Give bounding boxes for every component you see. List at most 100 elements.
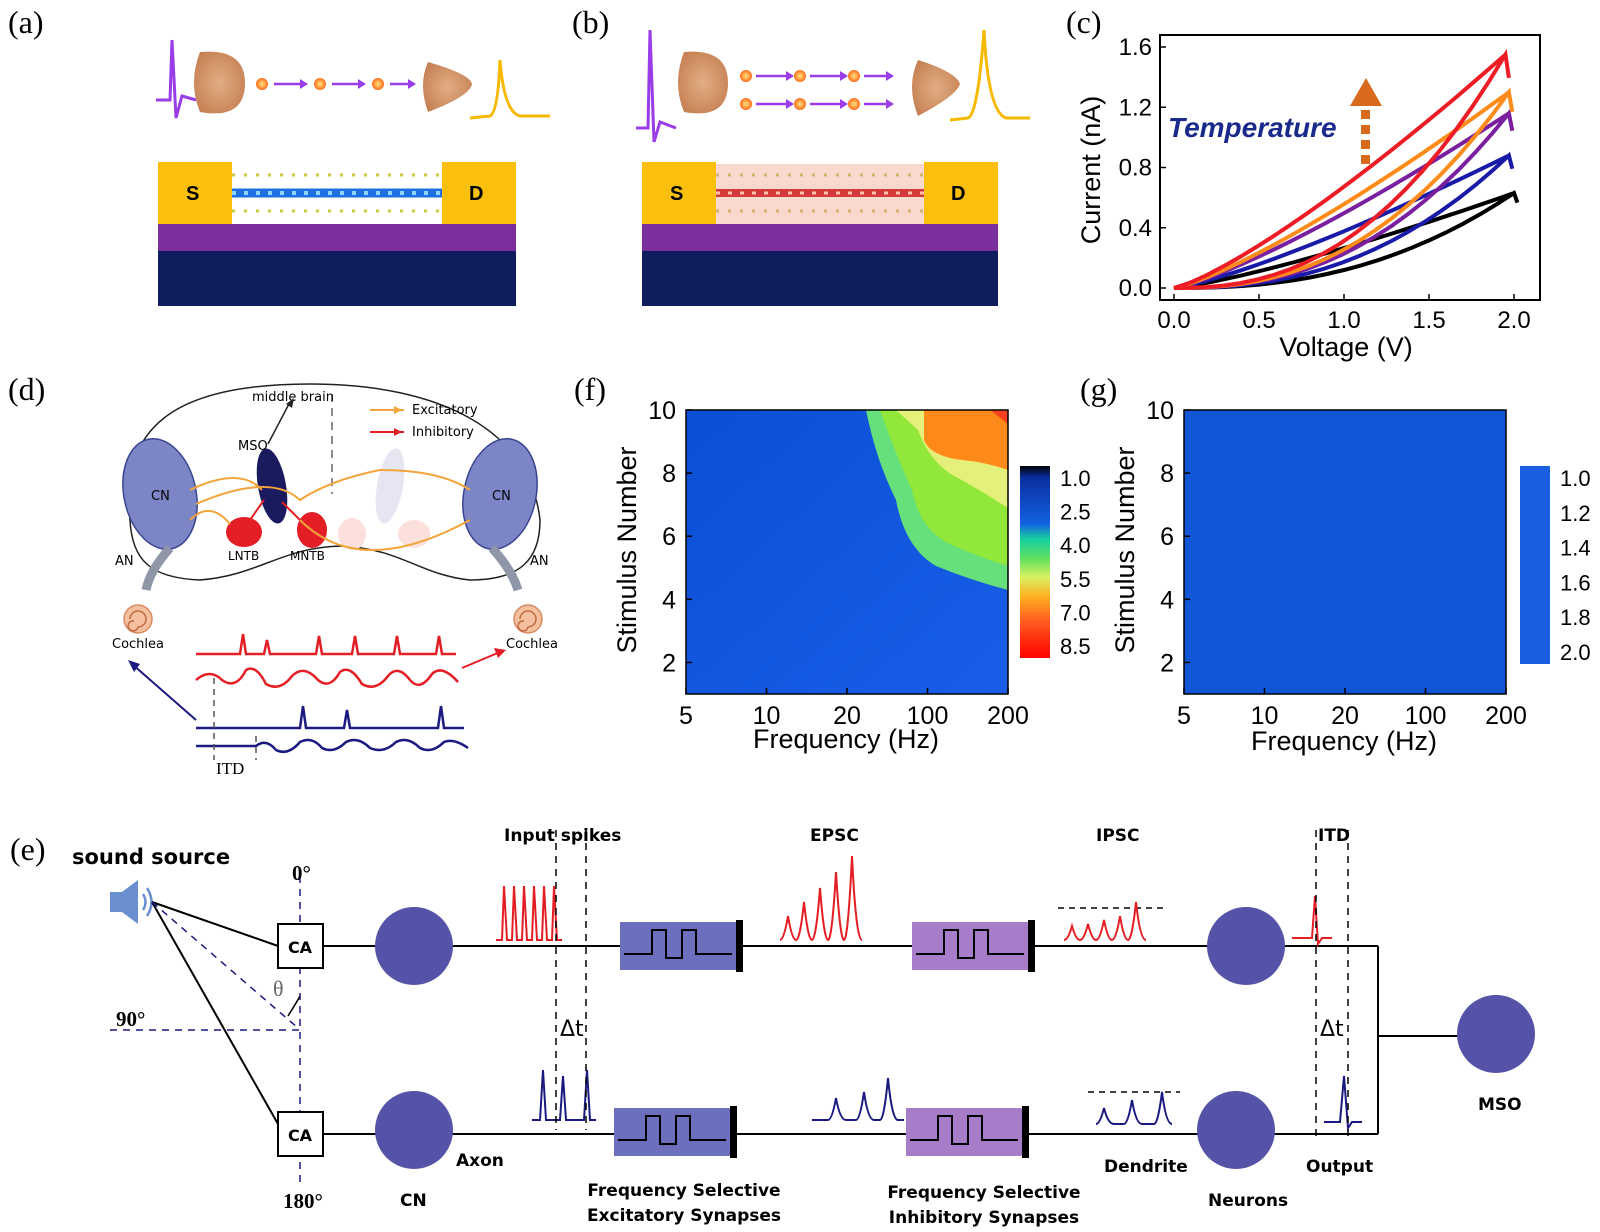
fsi-label-line2: Inhibitory Synapses xyxy=(889,1208,1079,1228)
x-tick-label: 200 xyxy=(987,702,1029,730)
mso-neuron xyxy=(1457,995,1535,1073)
an-left-label: AN xyxy=(115,554,134,569)
drain-electrode xyxy=(442,162,516,224)
dielectric-layer xyxy=(158,224,516,251)
cn-top-neuron xyxy=(375,907,453,985)
itd-output-label: ITD xyxy=(1318,826,1350,846)
legend-inhibitory: Inhibitory xyxy=(412,425,474,440)
synapse-waveform xyxy=(618,1115,726,1145)
panel-d-diagram: middle brain Excitatory Inhibitory CN CN… xyxy=(112,383,558,778)
ear-right-icon xyxy=(912,60,960,116)
cochlea-left-icon xyxy=(123,604,153,634)
colorbar-tick-label: 4.0 xyxy=(1060,533,1091,558)
drain-label: D xyxy=(469,183,483,205)
fse-label-line1: Frequency Selective xyxy=(587,1181,780,1201)
colorbar-tick-label: 8.5 xyxy=(1060,634,1091,659)
y-tick-label: 10 xyxy=(1146,397,1174,425)
ion-dot xyxy=(314,78,326,90)
y-axis-label: Stimulus Number xyxy=(612,446,642,653)
dielectric-layer xyxy=(642,224,998,251)
input-spikes-label: Input spikes xyxy=(504,826,621,846)
y-tick-label: 0.8 xyxy=(1119,155,1152,182)
middle-brain-label: middle brain xyxy=(252,390,334,405)
x-tick-label: 5 xyxy=(1177,702,1191,730)
panel-label-b: (b) xyxy=(572,4,609,40)
cochlea-left-label: Cochlea xyxy=(112,637,164,652)
colorbar-tick-label: 7.0 xyxy=(1060,600,1091,625)
angle-ray xyxy=(151,901,299,1029)
panel-label-a: (a) xyxy=(8,4,44,40)
colorbar-tick-label: 2.5 xyxy=(1060,500,1091,525)
path-to-ca-top xyxy=(151,901,279,947)
y-tick-label: 8 xyxy=(662,460,676,488)
colorbar-tick-label: 1.4 xyxy=(1560,536,1591,561)
x-tick-label: 2.0 xyxy=(1497,307,1530,334)
x-axis-label: Frequency (Hz) xyxy=(753,724,939,754)
angle-90-label: 90° xyxy=(116,1007,145,1031)
input-spikes-top xyxy=(496,885,562,941)
red-spike-train xyxy=(196,633,456,656)
synapse-terminal xyxy=(736,920,743,972)
speaker-icon xyxy=(110,880,153,924)
panel-a: S D xyxy=(156,39,550,306)
path-to-ca-bottom xyxy=(151,901,279,1125)
axon-label: Axon xyxy=(456,1151,504,1171)
ear-right-icon xyxy=(423,62,472,112)
arrow-head xyxy=(300,79,308,89)
itd-label: ITD xyxy=(216,759,244,778)
y-tick-label: 10 xyxy=(648,397,676,425)
x-tick-label: 200 xyxy=(1485,702,1527,730)
arrow-to-left-cochlea xyxy=(131,663,197,721)
dendrite-label: Dendrite xyxy=(1104,1157,1188,1177)
ipsc-label: IPSC xyxy=(1096,826,1140,846)
substrate xyxy=(158,250,516,306)
x-tick-label: 100 xyxy=(907,702,949,730)
middle-brain-pointer xyxy=(267,401,291,445)
ion-dot xyxy=(256,78,268,90)
colorbar-tick-label: 1.8 xyxy=(1560,605,1591,630)
theta-label: θ xyxy=(273,976,284,1001)
mso-nucleus xyxy=(256,448,288,524)
substrate xyxy=(642,250,998,306)
y-axis-label: Current (nA) xyxy=(1076,96,1106,245)
angle-180-label: 180° xyxy=(283,1189,323,1213)
synapse-waveform xyxy=(624,929,732,959)
dt-right-label: Δt xyxy=(1320,1017,1344,1042)
sound-source-label: sound source xyxy=(72,845,230,869)
an-left-nerve xyxy=(141,544,174,592)
legend-inhibitory-arrow xyxy=(394,428,402,436)
panel-label-d: (d) xyxy=(8,371,45,407)
inhibitory-synapse-bottom xyxy=(906,1108,1024,1156)
excitatory-synapse-top xyxy=(620,922,738,970)
colorbar-tick-label: 1.2 xyxy=(1560,501,1591,526)
neuron-top xyxy=(1207,907,1285,985)
y-tick-label: 8 xyxy=(1160,460,1174,488)
source-label: S xyxy=(670,183,683,205)
colorbar-tick-label: 5.5 xyxy=(1060,567,1091,592)
neurons-label: Neurons xyxy=(1208,1191,1288,1211)
legend-excitatory-arrow xyxy=(394,406,402,414)
colorbar-tick-label: 1.0 xyxy=(1560,466,1591,491)
pointer-head xyxy=(286,398,294,408)
contour-red xyxy=(990,410,1008,424)
ipsc-trace-top xyxy=(1063,901,1147,942)
arrow-head xyxy=(494,648,506,658)
input-spikes-bottom xyxy=(532,1069,596,1121)
lntb-nucleus xyxy=(226,517,262,547)
an-right-label: AN xyxy=(530,554,549,569)
panel-label-c: (c) xyxy=(1066,4,1102,40)
panel-label-g: (g) xyxy=(1080,371,1117,407)
synapse-terminal xyxy=(1022,1106,1029,1158)
source-electrode xyxy=(642,162,716,224)
colorbar xyxy=(1020,466,1050,658)
colorbar-tick-label: 1.6 xyxy=(1560,570,1591,595)
synapse-waveform xyxy=(916,929,1024,959)
x-tick-label: 0.5 xyxy=(1242,307,1275,334)
y-tick-label: 1.6 xyxy=(1119,34,1152,61)
y-tick-label: 4 xyxy=(662,586,676,614)
x-tick-label: 1.0 xyxy=(1327,307,1360,334)
